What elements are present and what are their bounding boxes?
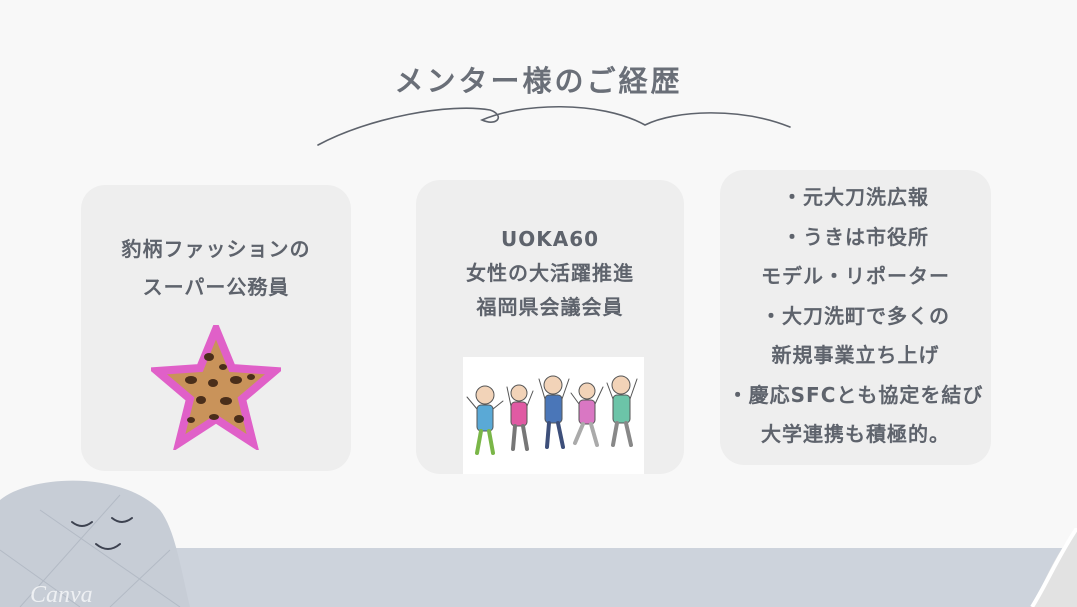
career-card-uoka60: UOKA60 女性の大活躍推進 福岡県会議会員 [416,180,684,474]
card-line: 豹柄ファッションの [121,237,311,261]
seniors-jumping-illustration [463,357,644,474]
canva-watermark: Canva [30,582,93,607]
page-curl-decoration [1030,528,1077,607]
leopard-star-icon [151,325,281,450]
card-line: 新規事業立ち上げ [771,343,940,367]
ghost-mascot-icon: Canva [0,480,190,607]
page-title: メンター様のご経歴 [394,64,683,98]
card-line: 大学連携も積極的。 [761,422,950,446]
swirl-decoration [317,105,791,146]
card-line: モデル・リポーター [761,264,950,288]
card-line: ・慶応SFCとも協定を結び [727,382,984,407]
card-line: 福岡県会議会員 [476,295,624,319]
card-line: ・うきは市役所 [782,224,929,249]
card-line: 女性の大活躍推進 [466,261,634,285]
career-card-leopard: 豹柄ファッションの スーパー公務員 [81,185,351,471]
card-line: ・元大刀洗広報 [782,185,929,209]
card-line: UOKA60 [500,227,600,251]
card-line: ・大刀洗町で多くの [761,303,950,328]
career-card-history: ・元大刀洗広報 ・うきは市役所 モデル・リポーター ・大刀洗町で多くの 新規事業… [720,170,991,465]
card-line: スーパー公務員 [142,275,290,299]
